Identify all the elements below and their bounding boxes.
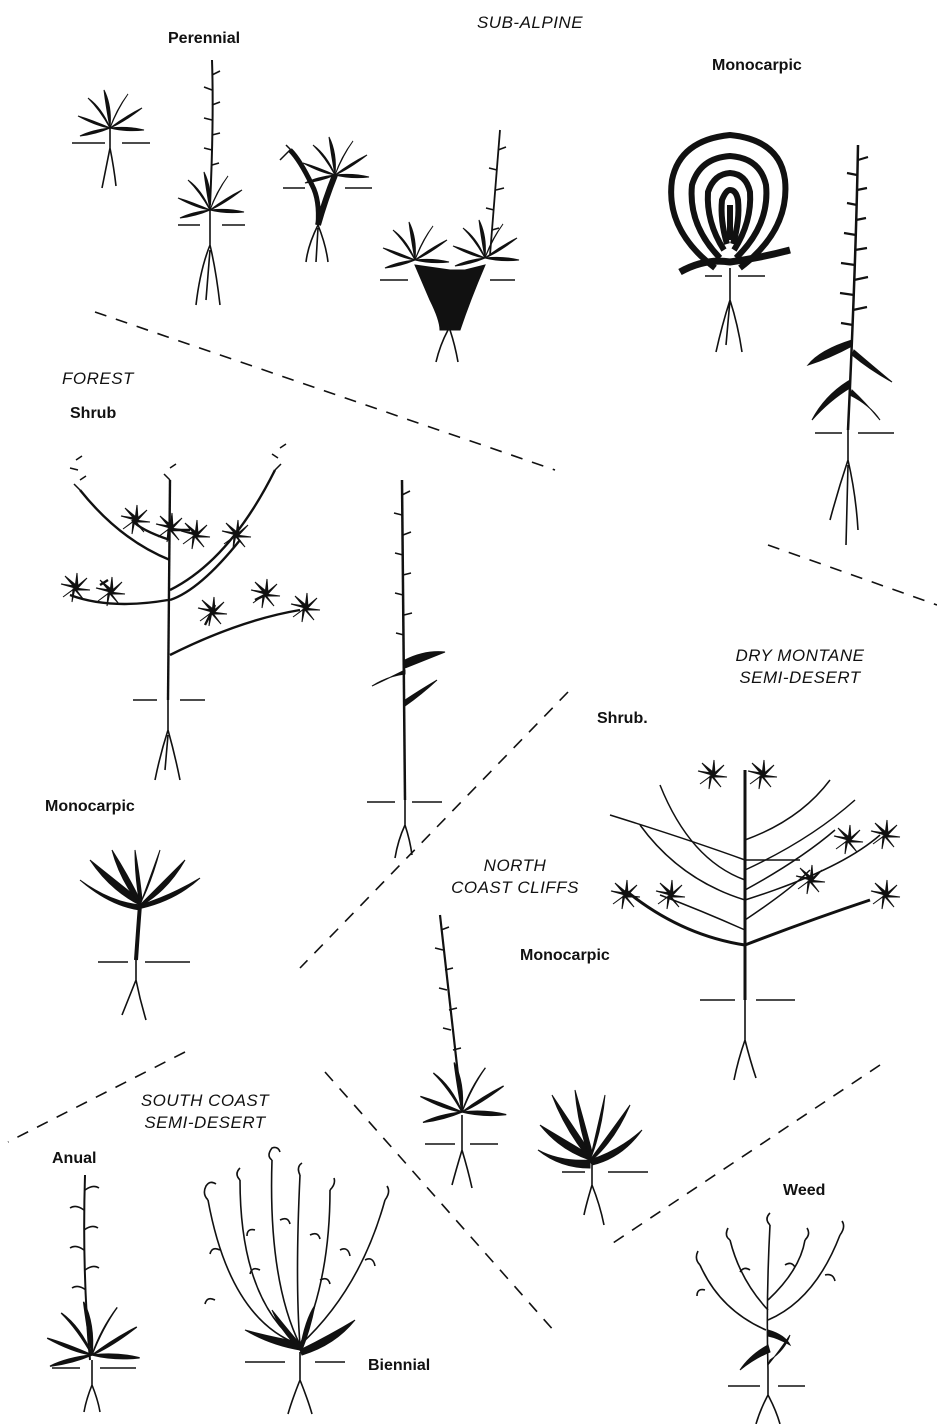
zone-south-coast-line2: SEMI-DESERT (115, 1112, 295, 1134)
boundary-northcoast-weed (610, 1065, 880, 1245)
zone-forest: FOREST (62, 368, 162, 390)
label-weed: Weed (783, 1182, 825, 1200)
drymontane-shrub (610, 770, 880, 1000)
perennial-woody (380, 130, 519, 362)
label-monocarpic-northcoast: Monocarpic (520, 947, 610, 965)
boundary-subalpine-drymontane (768, 545, 937, 605)
forest-plants (61, 444, 445, 1020)
label-shrub-forest: Shrub (70, 405, 116, 423)
zone-north-coast-line2: COAST CLIFFS (430, 877, 600, 899)
zone-dry-montane-line1: DRY MONTANE (705, 645, 895, 667)
boundary-forest-northcoast (300, 692, 568, 968)
zone-dry-montane: DRY MONTANE SEMI-DESERT (705, 645, 895, 689)
boundary-subalpine-forest (95, 312, 555, 470)
zone-north-coast: NORTH COAST CLIFFS (430, 855, 600, 899)
drymontane-shrub-rosettes (611, 760, 900, 909)
forest-tall (367, 480, 445, 858)
zone-south-coast-line1: SOUTH COAST (115, 1090, 295, 1112)
zone-north-coast-line1: NORTH (430, 855, 600, 877)
perennial-branched (280, 137, 372, 262)
label-monocarpic-subalpine: Monocarpic (712, 57, 802, 75)
drymontane-plants (610, 760, 900, 1080)
northcoast-rosette (538, 1090, 648, 1225)
perennial-rosette-1 (72, 90, 150, 188)
perennial-flowering (178, 60, 245, 305)
zone-boundaries (8, 312, 937, 1332)
label-perennial: Perennial (168, 30, 240, 48)
weed-plant (696, 1213, 843, 1424)
subalpine-plants (72, 60, 894, 545)
boundary-south-north (325, 1072, 555, 1332)
biennial-plant (204, 1148, 388, 1415)
forest-monocarpic (80, 850, 200, 1020)
monocarpic-tall (808, 145, 894, 545)
label-biennial: Biennial (368, 1357, 430, 1375)
monocarpic-rosette (671, 135, 790, 352)
anual-plant (47, 1175, 139, 1412)
label-monocarpic-forest: Monocarpic (45, 798, 135, 816)
label-shrub-drymontane: Shrub. (597, 710, 648, 728)
northcoast-flowering (420, 915, 506, 1188)
zone-south-coast: SOUTH COAST SEMI-DESERT (115, 1090, 295, 1134)
zone-sub-alpine: SUB-ALPINE (455, 12, 605, 34)
southcoast-plants (47, 1148, 388, 1415)
zone-dry-montane-line2: SEMI-DESERT (705, 667, 895, 689)
label-anual: Anual (52, 1150, 96, 1168)
forest-shrub-inflorescences (70, 444, 286, 490)
forest-shrub-rosettes (61, 505, 320, 626)
